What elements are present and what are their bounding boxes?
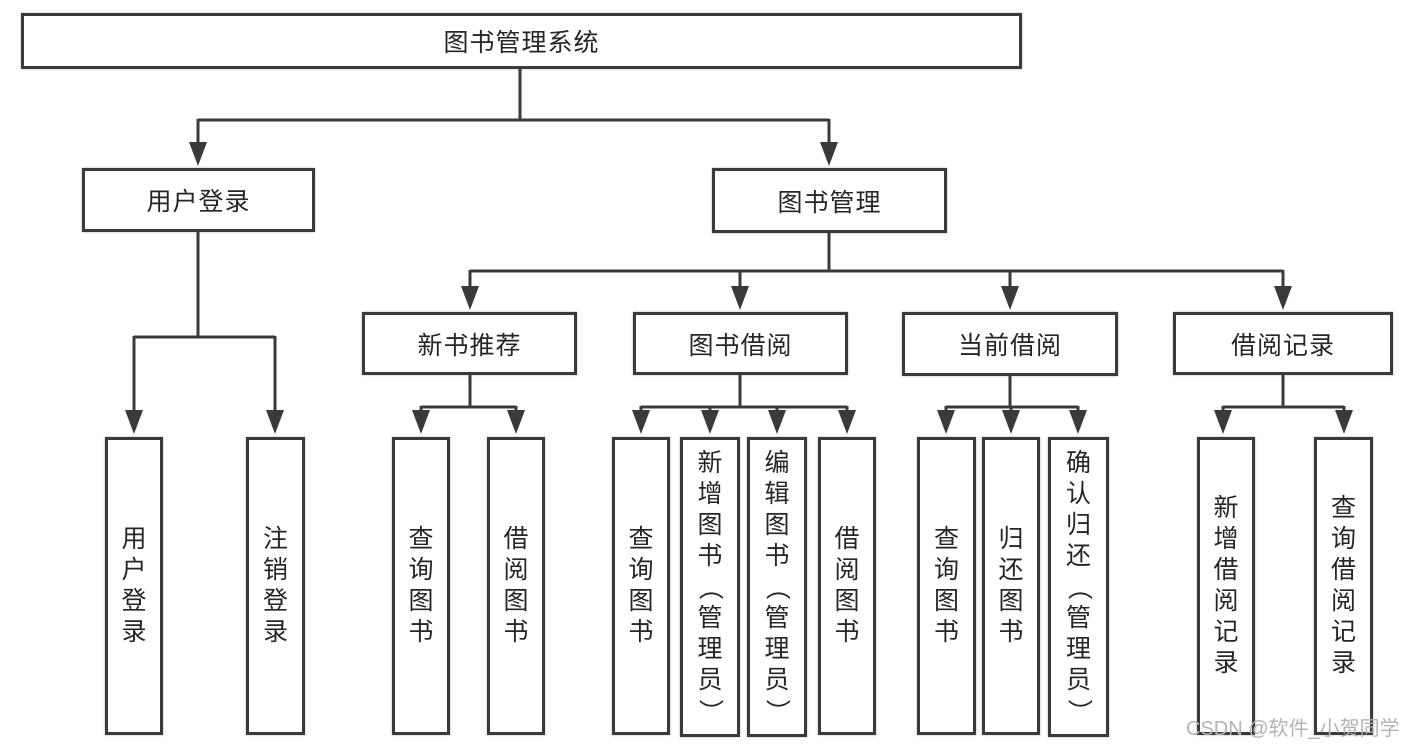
arrowhead (731, 286, 749, 310)
leaf-box-user-login: 用户登录 (105, 437, 163, 735)
node-label-book-borrow: 图书借阅 (688, 331, 793, 360)
leaf-box-confirm-return: 确认归还（管理员） (1048, 437, 1109, 737)
connector-book-mgmt-to-level2 (461, 233, 1292, 310)
arrowhead (125, 410, 143, 434)
leaf-label-borrow-book-1: 借阅图书 (503, 525, 529, 646)
leaf-box-return-book: 归还图书 (982, 437, 1040, 735)
connector-book-borrow-to-leaves (632, 375, 856, 434)
node-box-new-book-rec: 新书推荐 (362, 312, 577, 375)
node-label-user-login: 用户登录 (146, 188, 251, 216)
csdn-watermark: CSDN @软件_小贺同学 (1186, 718, 1400, 740)
leaf-box-add-borrow-record: 新增借阅记录 (1197, 437, 1255, 735)
arrowhead (701, 410, 719, 434)
node-label-system-root: 图书管理系统 (443, 29, 600, 57)
leaf-label-borrow-book-2: 借阅图书 (834, 525, 860, 646)
node-label-new-book-rec: 新书推荐 (417, 331, 522, 360)
leaf-label-query-book-2: 查询图书 (628, 525, 654, 646)
node-box-borrow-record: 借阅记录 (1173, 312, 1393, 375)
node-box-book-mgmt: 图书管理 (712, 168, 947, 233)
leaf-box-logout: 注销登录 (246, 437, 305, 735)
leaf-box-query-book-2: 查询图书 (612, 437, 670, 735)
arrowhead (1274, 286, 1292, 310)
leaf-label-add-borrow-record: 新增借阅记录 (1213, 494, 1239, 677)
leaf-box-borrow-book-2: 借阅图书 (818, 437, 876, 735)
leaf-label-user-login: 用户登录 (121, 525, 147, 646)
arrowhead (1002, 410, 1020, 434)
node-label-borrow-record: 借阅记录 (1230, 331, 1335, 360)
leaf-label-add-book: 新增图书（管理员） (696, 448, 725, 724)
leaf-label-edit-book: 编辑图书（管理员） (763, 448, 792, 724)
node-box-system-root: 图书管理系统 (21, 13, 1022, 69)
node-box-current-borrow: 当前借阅 (902, 312, 1118, 376)
connector-user-login-to-leaves (125, 232, 284, 434)
leaf-label-query-book-1: 查询图书 (408, 525, 434, 646)
leaf-label-query-borrow-record: 查询借阅记录 (1330, 494, 1356, 677)
node-label-current-borrow: 当前借阅 (957, 332, 1062, 360)
connector-current-borrow-to-leaves (937, 376, 1087, 434)
arrowhead (768, 410, 786, 434)
leaf-box-query-book-3: 查询图书 (917, 437, 976, 735)
leaf-label-logout: 注销登录 (262, 525, 288, 646)
arrowhead (461, 286, 479, 310)
node-box-book-borrow: 图书借阅 (633, 312, 848, 375)
arrowhead (838, 410, 856, 434)
arrowhead (632, 410, 650, 434)
leaf-box-query-book-1: 查询图书 (392, 437, 450, 735)
arrowhead (1001, 286, 1019, 310)
connector-root-to-level1 (189, 68, 838, 166)
arrowhead (1214, 410, 1232, 434)
arrowhead (1335, 410, 1353, 434)
node-label-book-mgmt: 图书管理 (777, 188, 882, 217)
arrowhead (412, 410, 430, 434)
leaf-label-query-book-3: 查询图书 (933, 525, 959, 646)
arrowhead (820, 142, 838, 166)
leaf-label-return-book: 归还图书 (998, 525, 1024, 646)
connector-borrow-record-to-leaves (1214, 375, 1353, 434)
leaf-box-borrow-book-1: 借阅图书 (487, 437, 545, 735)
leaf-box-query-borrow-record: 查询借阅记录 (1314, 437, 1373, 735)
leaf-box-edit-book: 编辑图书（管理员） (747, 437, 807, 737)
arrowhead (1069, 410, 1087, 434)
leaf-box-add-book: 新增图书（管理员） (680, 437, 740, 737)
connector-new-book-rec-to-leaves (412, 375, 525, 434)
leaf-label-confirm-return: 确认归还（管理员） (1064, 448, 1093, 724)
arrowhead (507, 410, 525, 434)
node-box-user-login: 用户登录 (82, 168, 315, 232)
arrowhead (266, 410, 284, 434)
arrowhead (937, 410, 955, 434)
arrowhead (189, 142, 207, 166)
